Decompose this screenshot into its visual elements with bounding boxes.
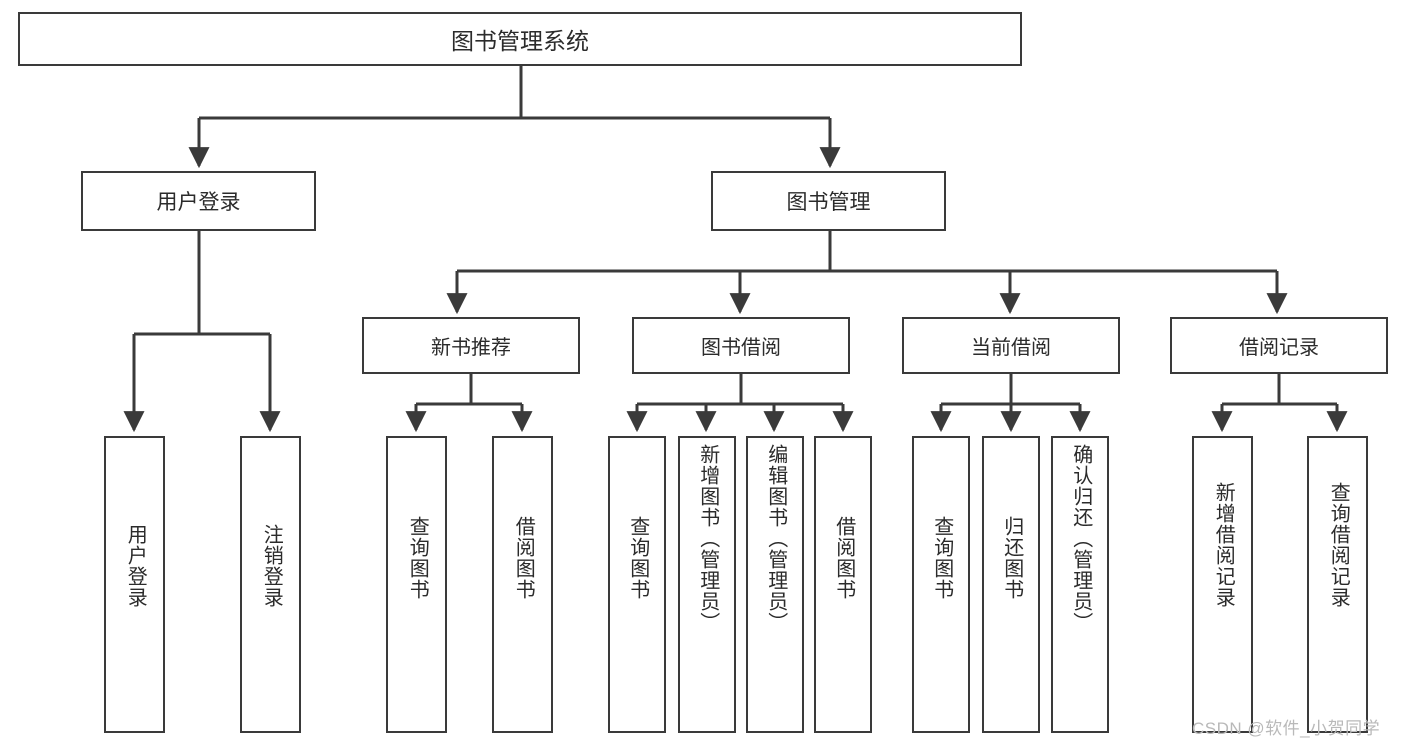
node-label: 编辑图书（管理员） (764, 444, 787, 633)
node-label: 归还图书 (1000, 516, 1023, 600)
csdn-watermark: CSDN @软件_小贺同学 (1192, 719, 1381, 738)
node-leaf-edit-book[interactable]: 编辑图书（管理员） (746, 436, 804, 733)
node-leaf-add-record[interactable]: 新增借阅记录 (1192, 436, 1253, 733)
node-new-book-recommend[interactable]: 新书推荐 (362, 317, 580, 374)
node-leaf-query-book-2[interactable]: 查询图书 (608, 436, 666, 733)
node-label: 查询图书 (406, 516, 429, 600)
node-label: 新增图书（管理员） (696, 444, 719, 633)
node-user-login[interactable]: 用户登录 (81, 171, 316, 231)
node-label: 确认归还（管理员） (1069, 444, 1092, 633)
node-current-borrow[interactable]: 当前借阅 (902, 317, 1120, 374)
node-leaf-confirm-return[interactable]: 确认归还（管理员） (1051, 436, 1109, 733)
node-book-borrow[interactable]: 图书借阅 (632, 317, 850, 374)
node-leaf-borrow-book-2[interactable]: 借阅图书 (814, 436, 872, 733)
node-borrow-record[interactable]: 借阅记录 (1170, 317, 1388, 374)
node-leaf-query-book-3[interactable]: 查询图书 (912, 436, 970, 733)
node-leaf-logout-login[interactable]: 注销登录 (240, 436, 301, 733)
node-label: 查询借阅记录 (1327, 482, 1350, 608)
node-label: 借阅图书 (832, 516, 855, 600)
node-leaf-query-book-1[interactable]: 查询图书 (386, 436, 447, 733)
node-label: 图书管理系统 (451, 28, 589, 54)
node-label: 借阅记录 (1239, 337, 1319, 359)
node-label: 查询图书 (930, 516, 953, 600)
node-label: 借阅图书 (512, 516, 535, 600)
node-book-management[interactable]: 图书管理 (711, 171, 946, 231)
node-label: 新书推荐 (431, 337, 511, 359)
node-root-system[interactable]: 图书管理系统 (18, 12, 1022, 66)
node-label: 图书管理 (786, 191, 871, 214)
node-label: 当前借阅 (971, 337, 1051, 359)
node-label: 图书借阅 (701, 337, 781, 359)
node-leaf-user-login[interactable]: 用户登录 (104, 436, 165, 733)
node-leaf-query-record[interactable]: 查询借阅记录 (1307, 436, 1368, 733)
node-leaf-borrow-book-1[interactable]: 借阅图书 (492, 436, 553, 733)
node-leaf-return-book[interactable]: 归还图书 (982, 436, 1040, 733)
node-label: 用户登录 (124, 524, 147, 608)
node-label: 注销登录 (260, 524, 283, 608)
node-label: 新增借阅记录 (1212, 482, 1235, 608)
node-leaf-add-book[interactable]: 新增图书（管理员） (678, 436, 736, 733)
node-label: 用户登录 (156, 191, 241, 214)
node-label: 查询图书 (626, 516, 649, 600)
